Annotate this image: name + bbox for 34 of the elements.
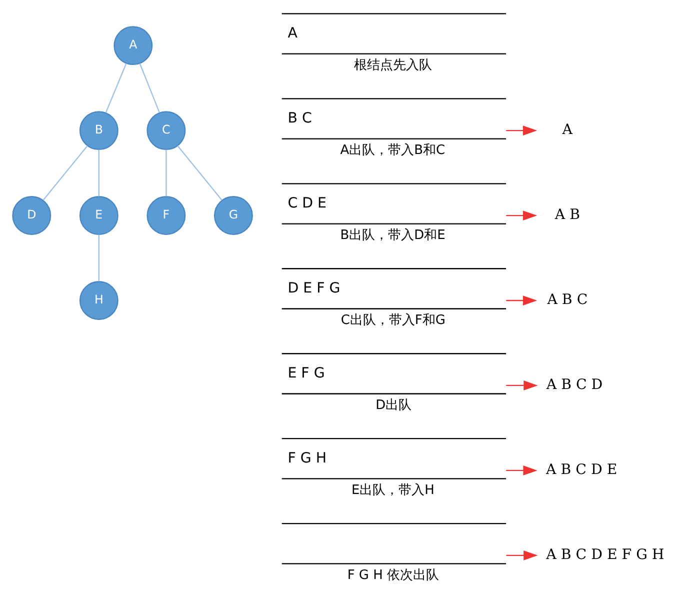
connector: [42, 145, 88, 200]
node-circle: E: [79, 196, 118, 235]
connector: [139, 63, 160, 113]
arrow: [506, 126, 538, 136]
connector: [105, 63, 127, 113]
node-text: A B C D E: [546, 462, 618, 478]
node-text: A: [562, 122, 573, 138]
node-text: A 根结点先入队: [288, 25, 432, 73]
node-circle: B: [79, 111, 118, 150]
node-circle: G: [214, 196, 253, 235]
node-circle: D: [12, 196, 52, 235]
node-circle: H: [79, 281, 118, 320]
node-text: E F G D出队: [288, 365, 412, 413]
node-text: C D E B出队，带入D和E: [288, 195, 446, 243]
node-text: F G H 依次出队: [347, 568, 439, 583]
connector: [98, 150, 100, 196]
arrow: [506, 296, 538, 306]
arrow: [506, 380, 538, 390]
node-text: A B: [554, 207, 580, 224]
node-text: A B C D E F G H: [546, 547, 664, 564]
node-text: D E F G C出队，带入F和G: [288, 280, 446, 328]
node-circle: A: [114, 26, 153, 66]
arrow: [506, 210, 538, 220]
connector: [166, 150, 167, 196]
node-circle: C: [146, 111, 186, 150]
node-circle: F: [146, 196, 186, 235]
node-text: F G H E出队，带入H: [288, 450, 434, 498]
arrow: [506, 550, 538, 560]
node-text: A B C: [547, 292, 588, 308]
node-text: B C A出队，带入B和C: [288, 110, 446, 158]
connector: [177, 145, 222, 200]
arrow: [506, 465, 538, 476]
node-text: A B C D: [546, 377, 603, 394]
connector: [98, 234, 100, 282]
